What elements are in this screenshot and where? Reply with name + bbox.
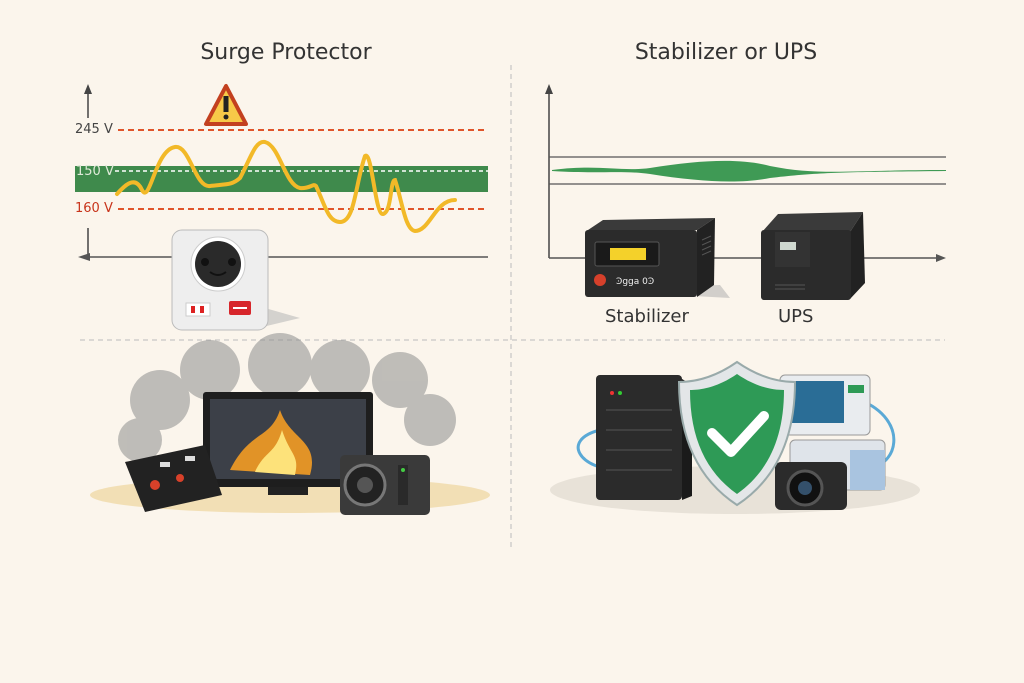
stable-voltage: [552, 160, 946, 182]
nominal-voltage-label: 150 V: [76, 164, 114, 179]
warning-triangle-icon: [204, 84, 248, 126]
burning-electronics: [90, 333, 490, 515]
low-voltage-label: 160 V: [75, 201, 113, 216]
y-axis-arrow-icon: [545, 84, 553, 94]
y-axis-arrow-icon: [84, 84, 92, 94]
stabilizer-device: Ͽgga 0Ͽ: [585, 218, 730, 298]
stabilizer-label: Stabilizer: [605, 306, 689, 327]
server-tower-icon: [596, 375, 682, 500]
surge-chart: [75, 84, 488, 261]
surge-protector-title: Surge Protector: [200, 40, 372, 65]
shield-check-icon: [677, 360, 797, 507]
surge-protector-plug-icon: [171, 229, 300, 331]
safe-band: [75, 166, 488, 192]
surge-wave: [115, 139, 457, 234]
stabilizer-display-text: Ͽgga 0Ͽ: [616, 277, 654, 287]
stabilizer-ups-title: Stabilizer or UPS: [634, 40, 818, 65]
ups-device: [761, 212, 865, 300]
ups-label: UPS: [778, 306, 814, 327]
protected-electronics: [550, 360, 920, 514]
high-voltage-label: 245 V: [75, 122, 113, 137]
